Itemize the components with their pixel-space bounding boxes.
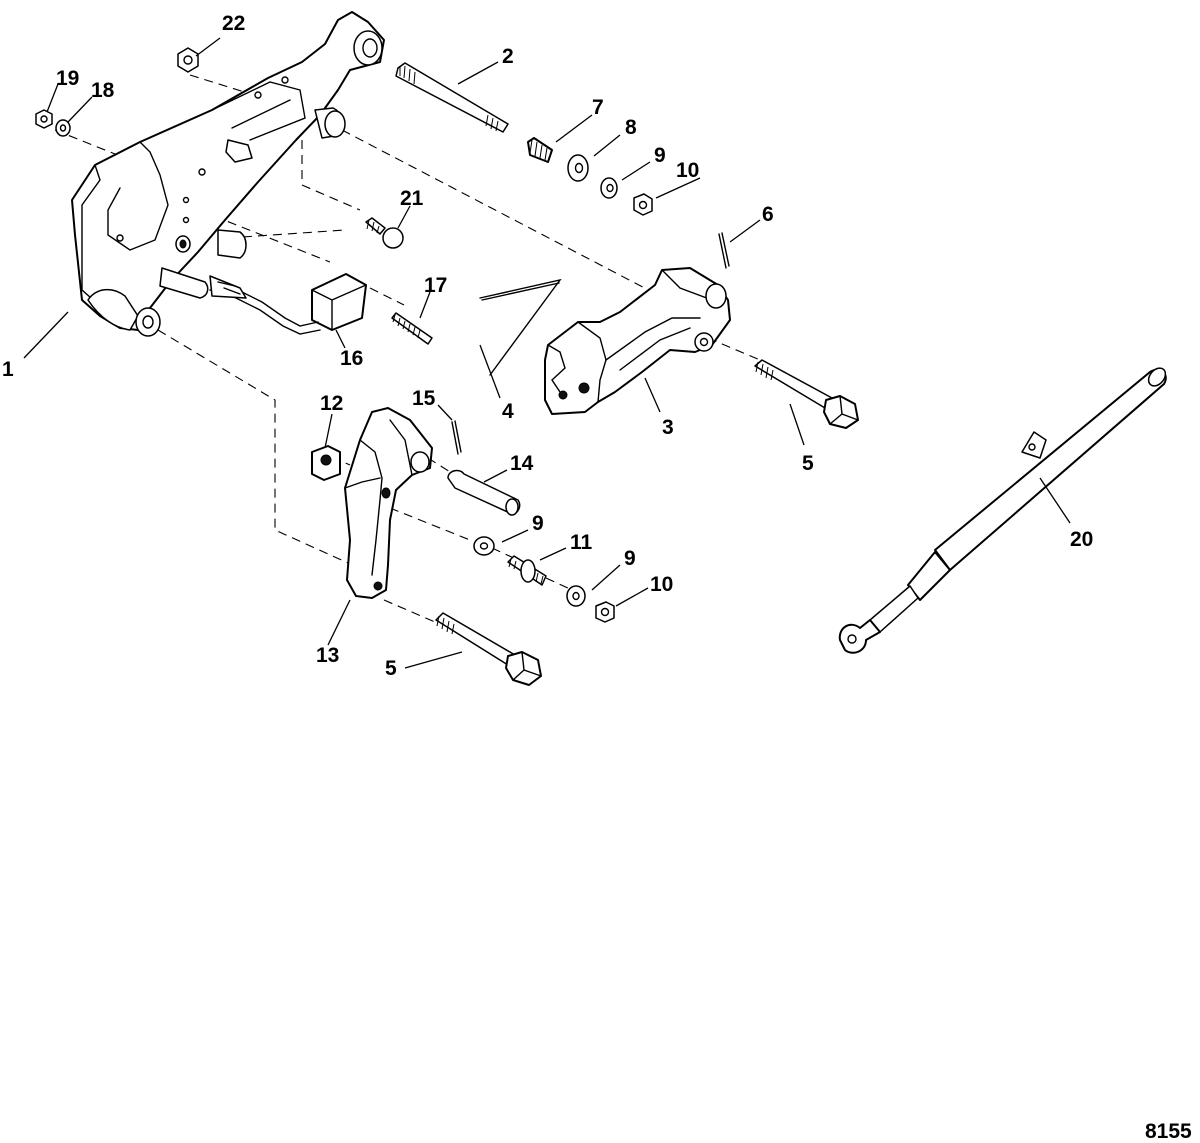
part-13-lever-arm — [344, 407, 433, 599]
callout-8: 8 — [625, 116, 637, 139]
part-12-nut-plate — [311, 445, 341, 481]
part-11-stud — [507, 555, 547, 586]
part-1-main-bracket — [71, 11, 385, 337]
callout-10-lower: 10 — [650, 573, 673, 596]
callout-1: 1 — [2, 358, 14, 381]
callout-19: 19 — [56, 67, 79, 90]
callout-11: 11 — [570, 531, 593, 554]
part-9-washer-upper — [600, 177, 618, 199]
part-2-stud — [395, 62, 509, 133]
callout-4: 4 — [502, 400, 514, 423]
part-16-switch — [209, 273, 367, 335]
part-19-nut — [35, 109, 53, 129]
callout-18: 18 — [91, 79, 115, 102]
part-10-nut-upper — [633, 193, 653, 216]
part-21-screw — [365, 217, 404, 249]
callout-2: 2 — [502, 45, 514, 68]
callout-13: 13 — [316, 644, 339, 667]
part-14-pin — [447, 469, 521, 516]
callout-22: 22 — [222, 12, 245, 35]
part-15-cotter-pin — [451, 420, 462, 455]
callout-7: 7 — [592, 96, 604, 119]
part-10-nut-lower — [595, 601, 615, 623]
part-18-washer — [55, 119, 71, 137]
figure-id: 8155 — [1145, 1120, 1192, 1143]
callout-20: 20 — [1070, 528, 1093, 551]
callout-14: 14 — [510, 452, 534, 475]
part-20-tube — [838, 367, 1167, 654]
leader-lines — [23, 37, 1071, 669]
callout-17: 17 — [424, 274, 447, 297]
callout-9-lower: 9 — [624, 547, 636, 570]
part-7-spring — [527, 137, 553, 163]
part-5-bolt-lower — [435, 612, 542, 686]
callout-16: 16 — [340, 347, 363, 370]
part-22-nut — [177, 47, 199, 73]
callout-10: 10 — [676, 159, 699, 182]
callout-15: 15 — [412, 387, 436, 410]
callouts: 22 2 19 18 7 8 9 10 21 6 17 1 16 4 3 5 1… — [2, 12, 1093, 680]
callout-6: 6 — [762, 203, 774, 226]
part-17-screw — [391, 312, 433, 345]
part-5-bolt-right — [754, 359, 859, 429]
callout-3: 3 — [662, 416, 674, 439]
callout-21: 21 — [400, 187, 424, 210]
part-6-cotter-pin — [718, 232, 730, 269]
callout-9-middle: 9 — [532, 512, 544, 535]
part-8-washer — [567, 154, 589, 182]
callout-5-right: 5 — [802, 452, 814, 475]
callout-9: 9 — [654, 144, 666, 167]
part-9-washer-lower — [566, 585, 586, 607]
part-9-washer-middle — [473, 536, 495, 556]
callout-5-lower: 5 — [385, 657, 397, 680]
callout-12: 12 — [320, 392, 343, 415]
part-4-rod — [479, 278, 562, 376]
part-3-lever-bracket — [544, 267, 731, 415]
